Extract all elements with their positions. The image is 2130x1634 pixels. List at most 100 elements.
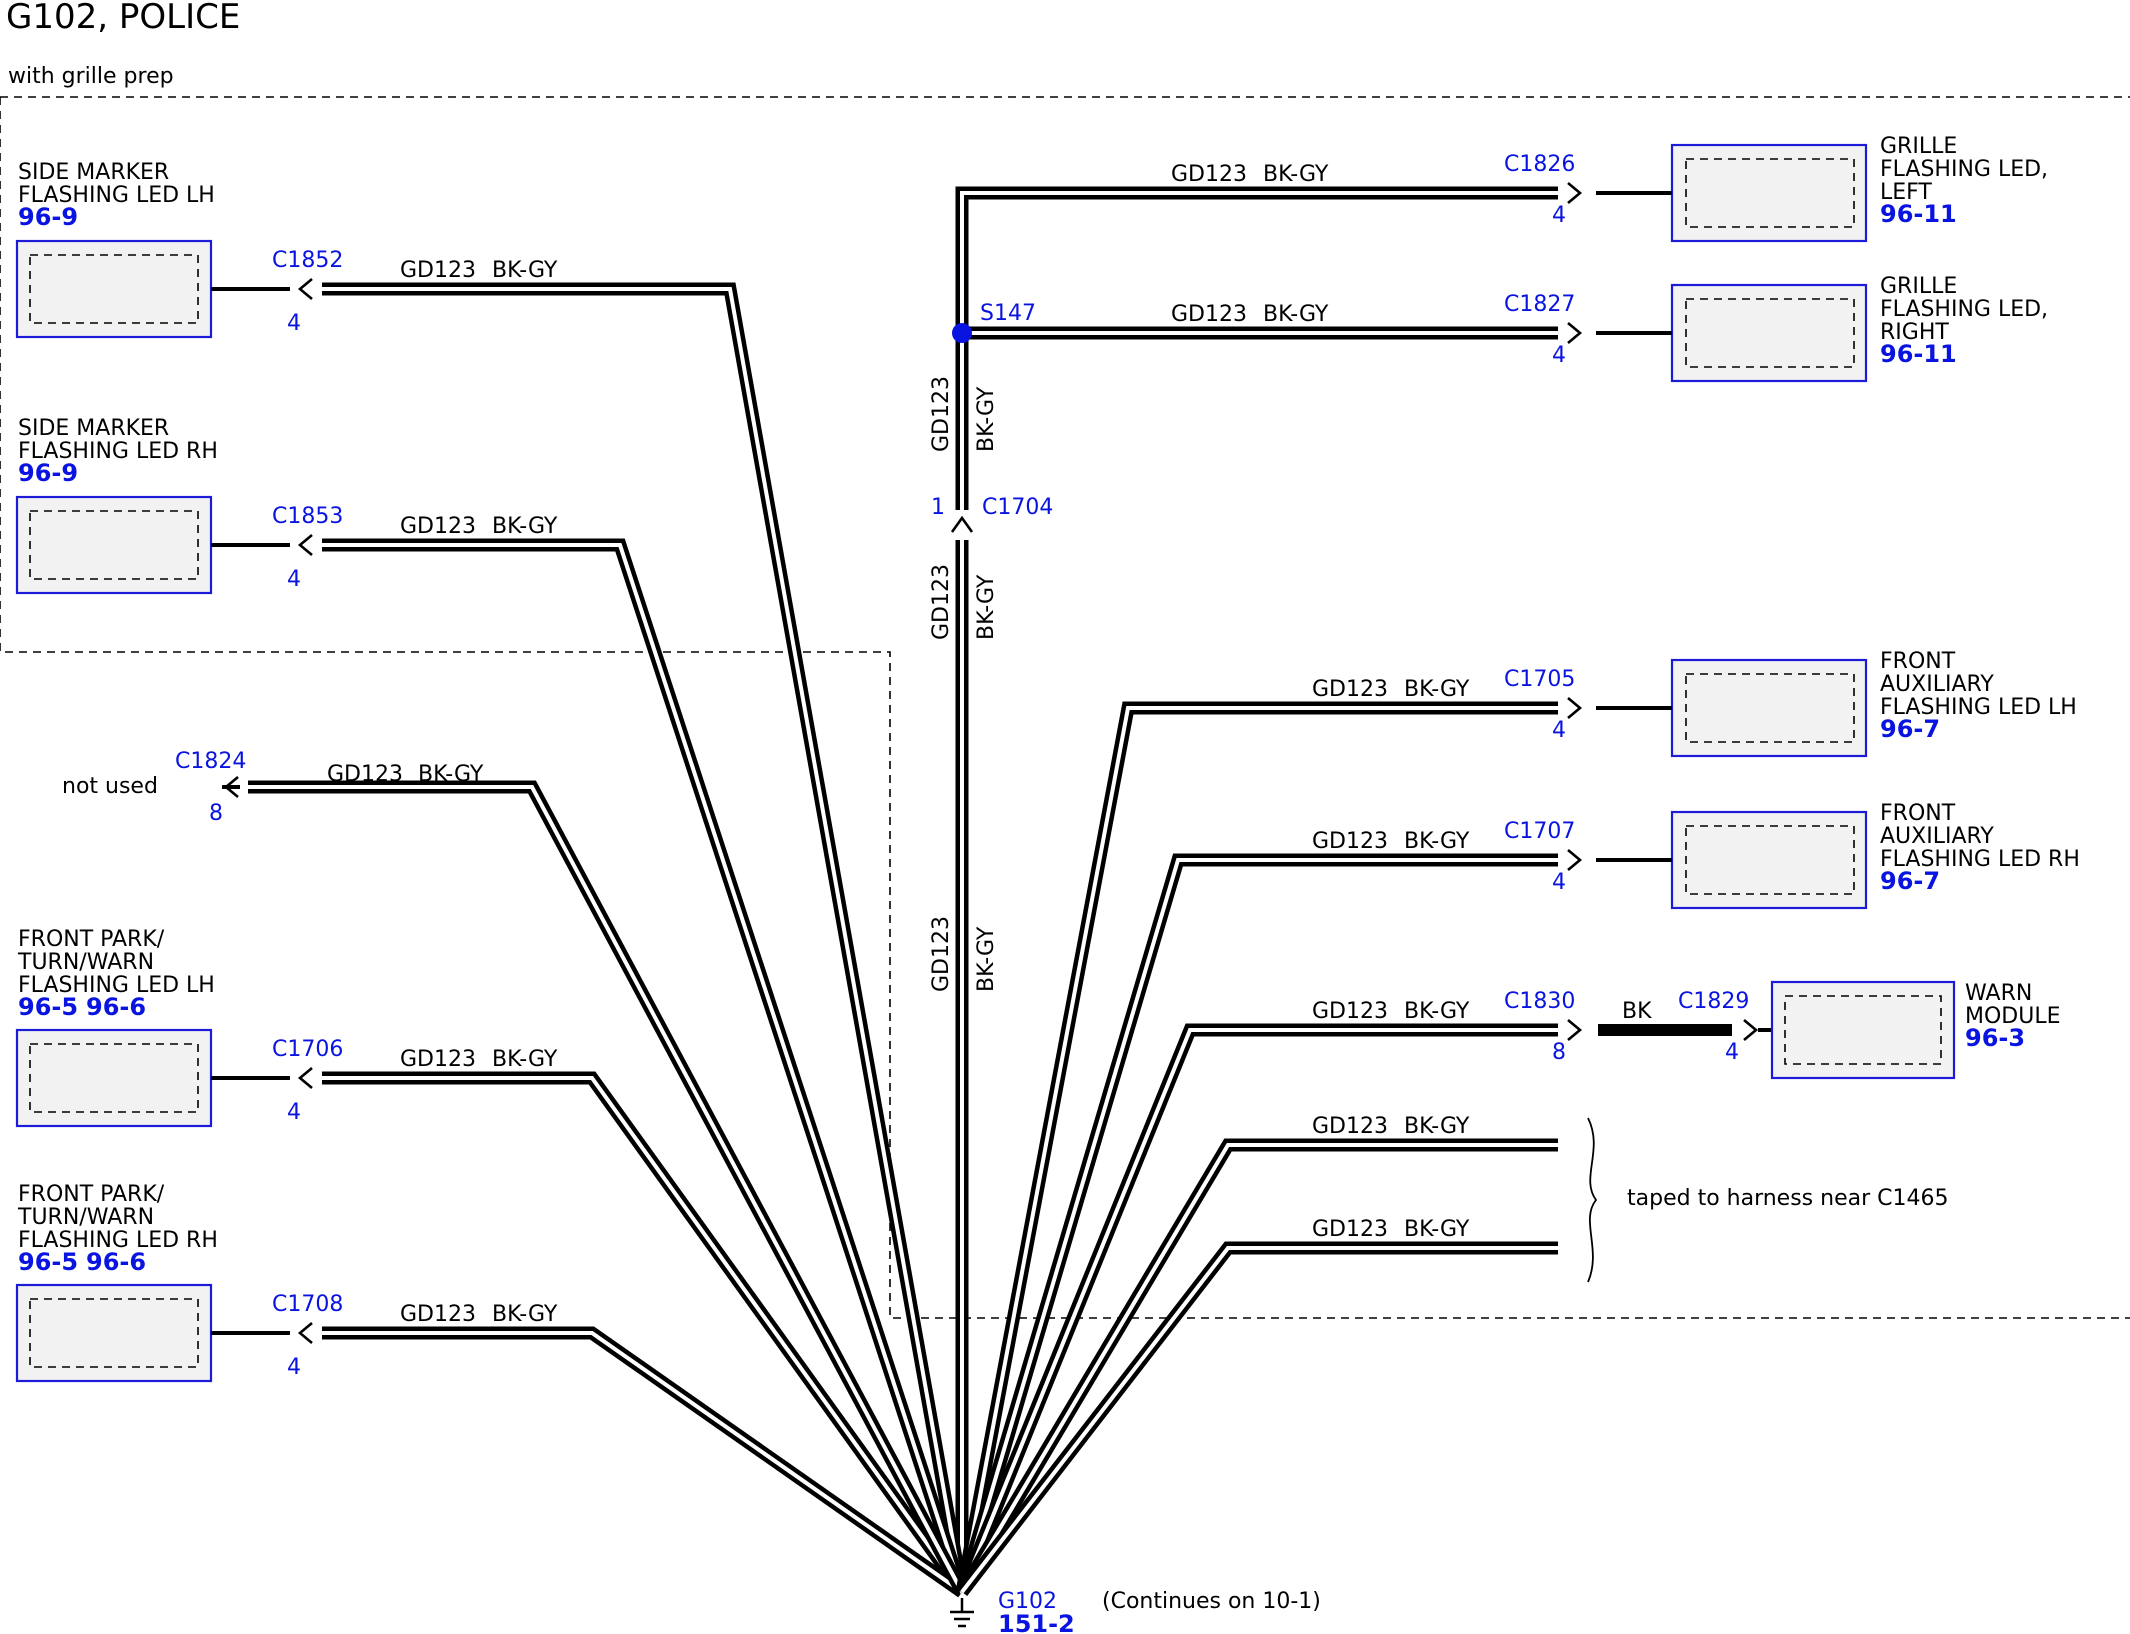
connector-symbol [1567, 1019, 1583, 1041]
trunk-main-wire-color: BK-GY [974, 926, 999, 992]
component-label-line: TURN/WARN [17, 1205, 154, 1230]
connector-symbol [297, 1067, 313, 1089]
component-box [15, 495, 213, 595]
wire-taped-0-core [960, 1143, 1558, 1594]
connector-label: C1707 [1504, 819, 1575, 844]
component-box [1770, 980, 1956, 1080]
connector-symbol [297, 1322, 313, 1344]
trunk-upper-wire-id: GD123 [929, 376, 954, 452]
component-box-inner [1685, 298, 1855, 368]
component-label-line: GRILLE [1880, 274, 1957, 299]
component-label-line: FRONT [1880, 649, 1956, 674]
wire-id: GD123 [1312, 1114, 1388, 1139]
connector-pin: 8 [209, 801, 223, 826]
connector-symbol [297, 278, 313, 300]
component-label-line: SIDE MARKER [18, 416, 169, 441]
component-label-line: TURN/WARN [17, 950, 154, 975]
component-label-line: WARN [1965, 981, 2032, 1006]
component-label-line: FLASHING LED LH [1880, 695, 2077, 720]
component-label-line: FLASHING LED, [1880, 297, 2048, 322]
wire-color: BK-GY [1404, 829, 1470, 854]
component-label-line: FLASHING LED RH [18, 1228, 218, 1253]
wire-taped-1-core [960, 1246, 1558, 1594]
component-ref: 96-6 [86, 1248, 146, 1276]
component-box-inner [1685, 158, 1855, 228]
component-box [1670, 283, 1868, 383]
not-used-label: not used [62, 774, 158, 799]
connector-symbol [1567, 182, 1583, 204]
diagram-title: G102, POLICE [6, 0, 240, 37]
wire-not-used [248, 780, 968, 1596]
component-label-line: SIDE MARKER [18, 160, 169, 185]
wire-id: GD123 [1312, 999, 1388, 1024]
wire-id: GD123 [1171, 302, 1247, 327]
connector-symbol [1743, 1019, 1759, 1041]
component-label-line: FRONT [1880, 801, 1956, 826]
connector-label: C1830 [1504, 989, 1575, 1014]
connector-label: C1852 [272, 248, 343, 273]
component-label-line: LEFT [1880, 180, 1932, 205]
connector-pin: 8 [1552, 1040, 1566, 1065]
component-ref: 96-11 [1880, 340, 1957, 368]
component-label-line: AUXILIARY [1880, 672, 1994, 697]
wire-color: BK-GY [1263, 162, 1329, 187]
connector-pin: 4 [287, 1355, 301, 1380]
ground-label: G102 [998, 1589, 1057, 1614]
connector-symbol [297, 534, 313, 556]
component-label-line: FRONT PARK/ [18, 1182, 165, 1207]
ground-icon [950, 1598, 974, 1628]
wire-color: BK-GY [1404, 1114, 1470, 1139]
component-ref: 96-7 [1880, 715, 1940, 743]
inline-connector-label: C1704 [982, 495, 1053, 520]
component-box-inner [1685, 673, 1855, 743]
connector-pin: 4 [287, 567, 301, 592]
component-label-line: GRILLE [1880, 134, 1957, 159]
wire-to-c1826-core [960, 191, 1558, 333]
ground-ref: 151-2 [998, 1610, 1075, 1634]
taped-note: taped to harness near C1465 [1627, 1186, 1948, 1211]
trunk-lower-wire-id: GD123 [929, 564, 954, 640]
wire-color: BK-GY [1404, 677, 1470, 702]
connector-symbol [1567, 697, 1583, 719]
wire-left-2-core [322, 1076, 964, 1594]
wire-id: GD123 [1312, 1217, 1388, 1242]
component-ref: 96-7 [1880, 867, 1940, 895]
wire-left-0-core [322, 287, 964, 1593]
connector-symbol [1567, 322, 1583, 344]
wire-left-0 [322, 282, 969, 1594]
trunk-upper-wire-color: BK-GY [974, 386, 999, 452]
zone-boundary [0, 97, 2130, 1319]
wire-left-1-core [322, 543, 964, 1593]
component-ref: 96-11 [1880, 200, 1957, 228]
component-label-line: AUXILIARY [1880, 824, 1994, 849]
component-label-line: RIGHT [1880, 320, 1949, 345]
component-ref: 96-5 [18, 993, 78, 1021]
component-box-inner [29, 254, 199, 324]
inline-connector-symbol [950, 515, 974, 533]
component-label-line: FLASHING LED LH [18, 183, 215, 208]
inline-connector-pin: 1 [931, 495, 945, 520]
wire-id: GD123 [400, 514, 476, 539]
component-box-inner [29, 1298, 199, 1368]
bk-link-color: BK [1622, 999, 1652, 1024]
component-box [15, 1028, 213, 1128]
connector-pin: 4 [1552, 203, 1566, 228]
component-box-inner [29, 510, 199, 580]
component-ref: 96-9 [18, 203, 78, 231]
trunk-main-wire-id: GD123 [929, 916, 954, 992]
wire-color: BK-GY [492, 1047, 558, 1072]
tape-brace-icon [1587, 1117, 1598, 1283]
component-box-inner [29, 1043, 199, 1113]
wire-id: GD123 [400, 1302, 476, 1327]
connector-pin: 4 [1552, 870, 1566, 895]
wire-to-c1830-core [960, 1028, 1558, 1593]
component-box [15, 239, 213, 339]
wire-color: BK-GY [492, 1302, 558, 1327]
connector-symbol [1567, 849, 1583, 871]
wire-id: GD123 [1312, 829, 1388, 854]
ground-continues-note: (Continues on 10-1) [1102, 1589, 1321, 1614]
wire-color: BK-GY [1404, 999, 1470, 1024]
component-label-line: MODULE [1965, 1004, 2061, 1029]
wire-right-2-core [960, 706, 1558, 1593]
